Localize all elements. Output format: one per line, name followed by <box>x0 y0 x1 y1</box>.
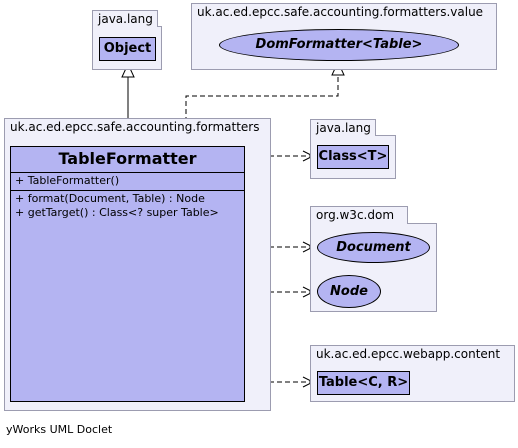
class-tableformatter: TableFormatter + TableFormatter() + form… <box>10 146 245 402</box>
constructors-compartment: + TableFormatter() <box>11 173 244 191</box>
package-label-webapp-content: uk.ac.ed.epcc.webapp.content <box>310 345 515 363</box>
package-label-w3c-dom: org.w3c.dom <box>310 206 408 224</box>
interface-domformatter: DomFormatter<Table> <box>219 29 459 61</box>
class-name-tableformatter: TableFormatter <box>11 147 244 173</box>
package-label-java-lang-right: java.lang <box>310 119 376 136</box>
method-gettarget: + getTarget() : Class<? super Table> <box>15 206 219 219</box>
class-object: Object <box>99 37 156 61</box>
constructor-tableformatter: + TableFormatter() <box>15 174 120 187</box>
class-class-t: Class<T> <box>317 145 389 169</box>
methods-compartment: + format(Document, Table) : Node + getTa… <box>11 191 244 221</box>
method-format: + format(Document, Table) : Node <box>15 192 205 205</box>
package-label-formatters-value: uk.ac.ed.epcc.safe.accounting.formatters… <box>191 3 497 21</box>
interface-document: Document <box>317 232 430 263</box>
package-label-java-lang-top: java.lang <box>92 10 158 27</box>
interface-node: Node <box>317 275 381 308</box>
class-table: Table<C, R> <box>317 371 410 395</box>
generalization-arrowhead-object <box>121 62 135 78</box>
package-label-formatters: uk.ac.ed.epcc.safe.accounting.formatters <box>4 118 271 136</box>
footer-credit: yWorks UML Doclet <box>6 423 113 436</box>
